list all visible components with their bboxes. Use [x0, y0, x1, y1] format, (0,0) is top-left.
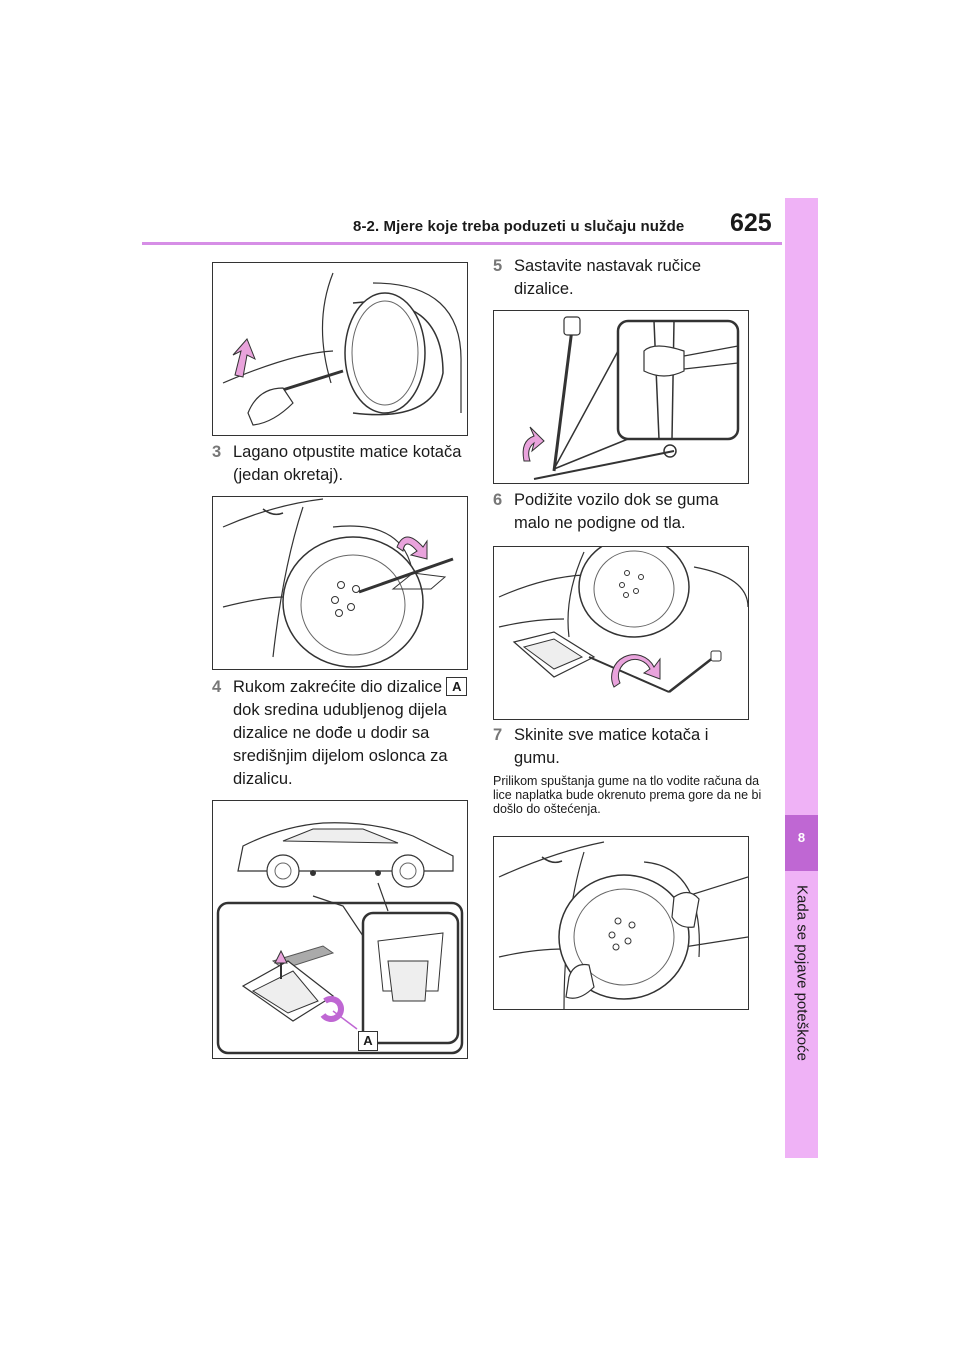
step-number: 6	[493, 491, 503, 509]
step-6: 6 Podižite vozilo dok se guma malo ne po…	[493, 489, 753, 535]
step-3: 3 Lagano otpustite matice kotača (jedan …	[212, 441, 468, 487]
figure-label-a: A	[358, 1031, 378, 1051]
step-text: Lagano otpustite matice kotača (jedan ok…	[233, 443, 462, 484]
callout-label-a: A	[446, 677, 468, 696]
chapter-number-tab	[785, 815, 818, 871]
step-text: Skinite sve matice kotača i gumu.	[514, 726, 709, 767]
step-text: Rukom zakrećite dio dizalice	[233, 678, 443, 696]
step-number: 4	[212, 678, 222, 696]
step-text: Sastavite nastavak ručice dizalice.	[514, 257, 702, 298]
chapter-side-tab	[785, 198, 818, 1158]
step-text-continued: dok sredina udubljenog dijela dizalice n…	[233, 701, 448, 788]
figure-jack-points	[212, 800, 468, 1059]
chapter-title: Kada se pojave poteškoće	[793, 885, 811, 1061]
figure-jack-handle	[493, 310, 749, 484]
step-number: 5	[493, 257, 503, 275]
step-text: Podižite vozilo dok se guma malo ne podi…	[514, 491, 719, 532]
step-number: 7	[493, 726, 503, 744]
figure-loosen-wheel-nuts	[212, 496, 468, 670]
caution-note: Prilikom spuštanja gume na tlo vodite ra…	[493, 774, 762, 816]
step-number: 3	[212, 443, 222, 461]
page-number: 625	[730, 209, 772, 237]
chapter-number: 8	[797, 830, 806, 845]
figure-remove-tire	[493, 836, 749, 1010]
step-7: 7 Skinite sve matice kotača i gumu.	[493, 724, 753, 770]
header-rule	[142, 242, 782, 245]
step-5: 5 Sastavite nastavak ručice dizalice.	[493, 255, 753, 301]
figure-raise-vehicle	[493, 546, 749, 720]
section-title: 8-2. Mjere koje treba poduzeti u slučaju…	[353, 218, 685, 235]
figure-remove-wheel-cover	[212, 262, 468, 436]
